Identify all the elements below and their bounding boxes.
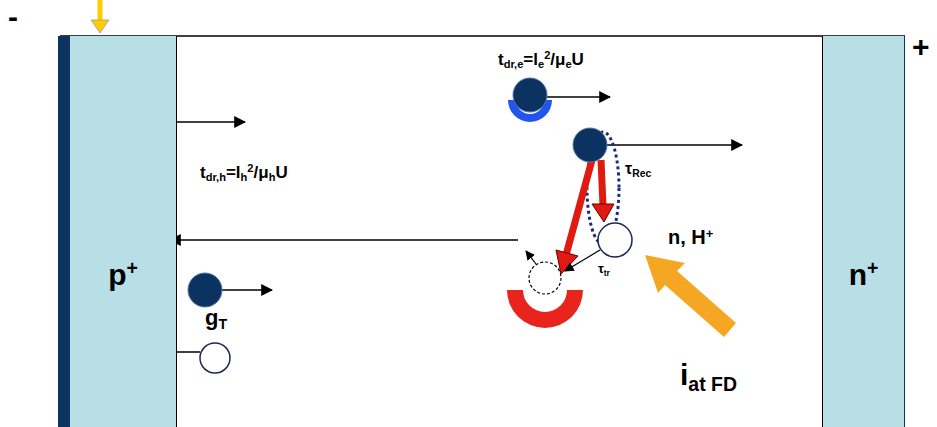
electron — [513, 78, 547, 112]
drift-time-formula: tdr,h=lh2/μhU — [200, 163, 288, 183]
light-arrow — [98, 0, 103, 22]
trapping-arrow — [565, 250, 600, 271]
deep-trap — [507, 290, 583, 328]
light-arrow-head — [91, 20, 109, 33]
hole — [200, 343, 230, 373]
drift-time-formula: tdr,e=le2/μeU — [498, 50, 584, 70]
p-plus-region: p+ — [70, 36, 177, 427]
time-constant: τtr — [598, 262, 610, 277]
generation-label: gT — [205, 305, 227, 330]
electron — [188, 273, 222, 307]
electron — [573, 128, 607, 162]
n-plus-region: n+ — [822, 36, 904, 427]
polarity-sign: - — [8, 0, 18, 35]
region-label: p+ — [70, 258, 176, 291]
capture-arrow-head — [592, 204, 614, 222]
detrapping-arrow — [526, 251, 536, 264]
drift-arrow — [547, 96, 610, 98]
drift-arrow — [607, 144, 742, 146]
capture-arrow — [566, 160, 592, 255]
time-constant: τRec — [625, 160, 651, 178]
particle-label: n, H+ — [668, 226, 713, 249]
capture-arrow — [601, 160, 603, 206]
drift-arrow — [222, 289, 272, 291]
hole — [598, 223, 632, 257]
trapped-hole — [529, 262, 561, 294]
hole-drift-arrow — [170, 239, 518, 241]
region-label: iat FD — [680, 358, 737, 393]
bulk-border — [60, 35, 905, 37]
electrode — [58, 36, 70, 427]
particle-arrow — [645, 255, 736, 337]
region-label: n+ — [823, 258, 904, 291]
polarity-sign: + — [912, 30, 930, 65]
